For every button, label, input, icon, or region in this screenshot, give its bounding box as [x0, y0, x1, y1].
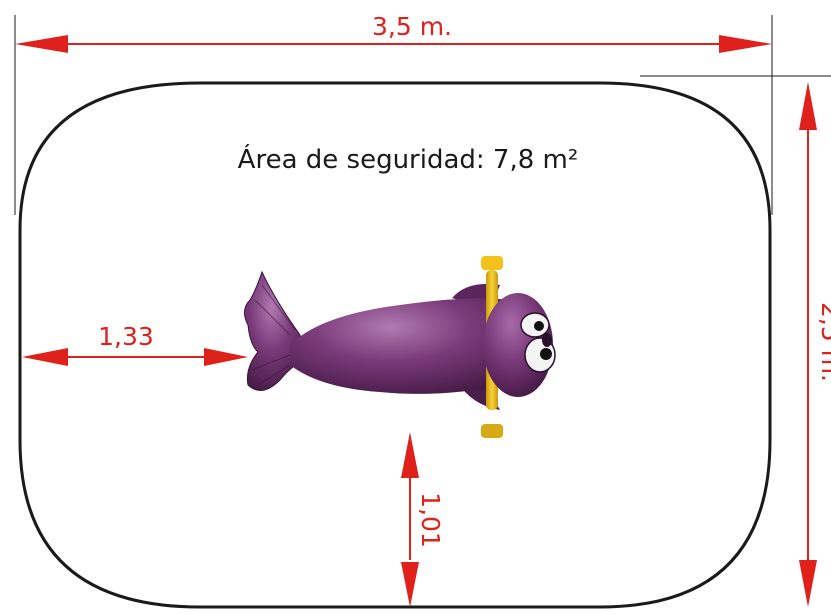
arrow-left-icon — [22, 348, 68, 366]
safety-area-outline — [18, 81, 772, 609]
arrow-up-icon — [401, 432, 419, 478]
arrow-down-icon — [799, 560, 817, 607]
seal-spring-rider-illustration — [244, 256, 556, 438]
width-dimension — [14, 15, 773, 215]
arrow-up-icon — [799, 82, 817, 130]
arrow-down-icon — [401, 562, 419, 607]
front-clearance-dimension — [401, 432, 419, 607]
depth-dimension-label: 2,5 m. — [816, 302, 831, 382]
side-clearance-dimension — [22, 348, 248, 366]
side-clearance-label: 1,33 — [98, 322, 154, 351]
width-dimension-label: 3,5 m. — [372, 12, 452, 41]
safety-area-label: Área de seguridad: 7,8 m² — [238, 143, 579, 175]
front-clearance-label: 1,01 — [416, 492, 445, 548]
depth-dimension — [640, 75, 831, 607]
arrow-left-icon — [15, 35, 68, 53]
arrow-right-icon — [719, 35, 772, 53]
arrow-right-icon — [204, 348, 248, 366]
